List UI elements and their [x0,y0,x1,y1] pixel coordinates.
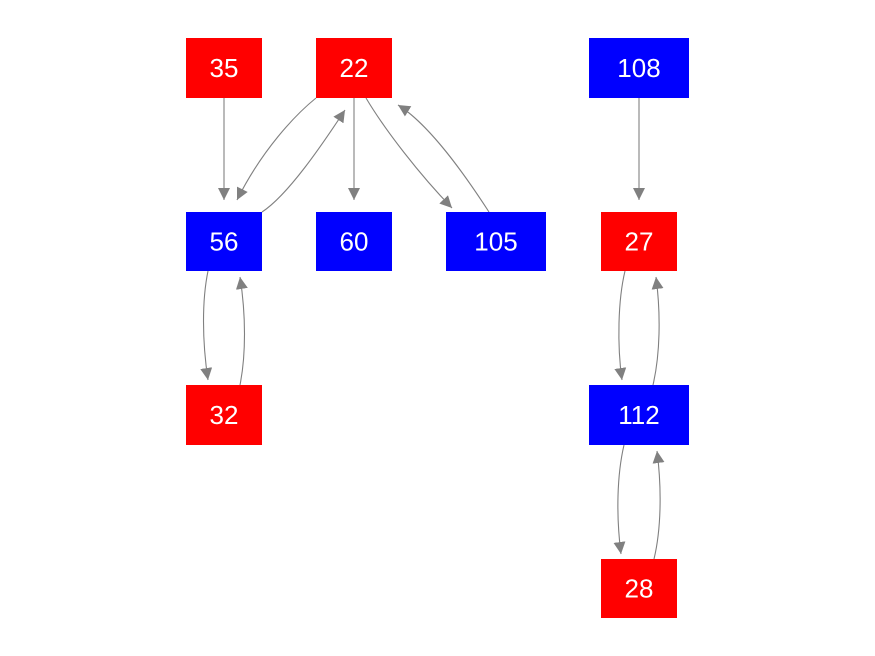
node-112: 112 [589,385,689,445]
node-label: 60 [340,227,369,257]
node-label: 27 [625,227,654,257]
node-label: 56 [210,227,239,257]
edge-22-to-105 [365,97,453,209]
node-label: 108 [617,53,660,83]
edge-56-to-22 [261,109,346,213]
node-105: 105 [446,212,546,271]
node-label: 105 [474,227,517,257]
node-box [316,212,392,271]
node-60: 60 [316,212,392,271]
edge-56-to-32 [200,270,213,381]
node-box [446,212,546,271]
edge-112-to-28 [613,444,626,555]
node-label: 22 [340,53,369,83]
edge-32-to-56 [235,276,248,386]
node-32: 32 [186,385,262,445]
node-35: 35 [186,38,262,98]
node-56: 56 [186,212,262,271]
node-label: 112 [618,400,659,430]
node-box [589,385,689,445]
node-28: 28 [601,559,677,618]
node-label: 32 [210,400,239,430]
node-22: 22 [316,38,392,98]
node-box [589,38,689,98]
node-box [601,559,677,618]
node-box [601,212,677,271]
edge-22-to-56 [236,97,317,201]
node-27: 27 [601,212,677,271]
edge-28-to-112 [652,450,665,560]
node-108: 108 [589,38,689,98]
node-box [186,38,262,98]
edge-105-to-22 [397,104,490,213]
node-box [186,385,262,445]
nodes-layer: 35 22 108 56 60 105 27 32 112 28 [186,38,689,618]
edges-layer [200,97,665,560]
node-label: 28 [625,574,654,604]
edge-112-to-27 [651,276,664,386]
node-label: 35 [210,53,239,83]
node-box [186,212,262,271]
edge-27-to-112 [614,270,627,381]
node-box [316,38,392,98]
